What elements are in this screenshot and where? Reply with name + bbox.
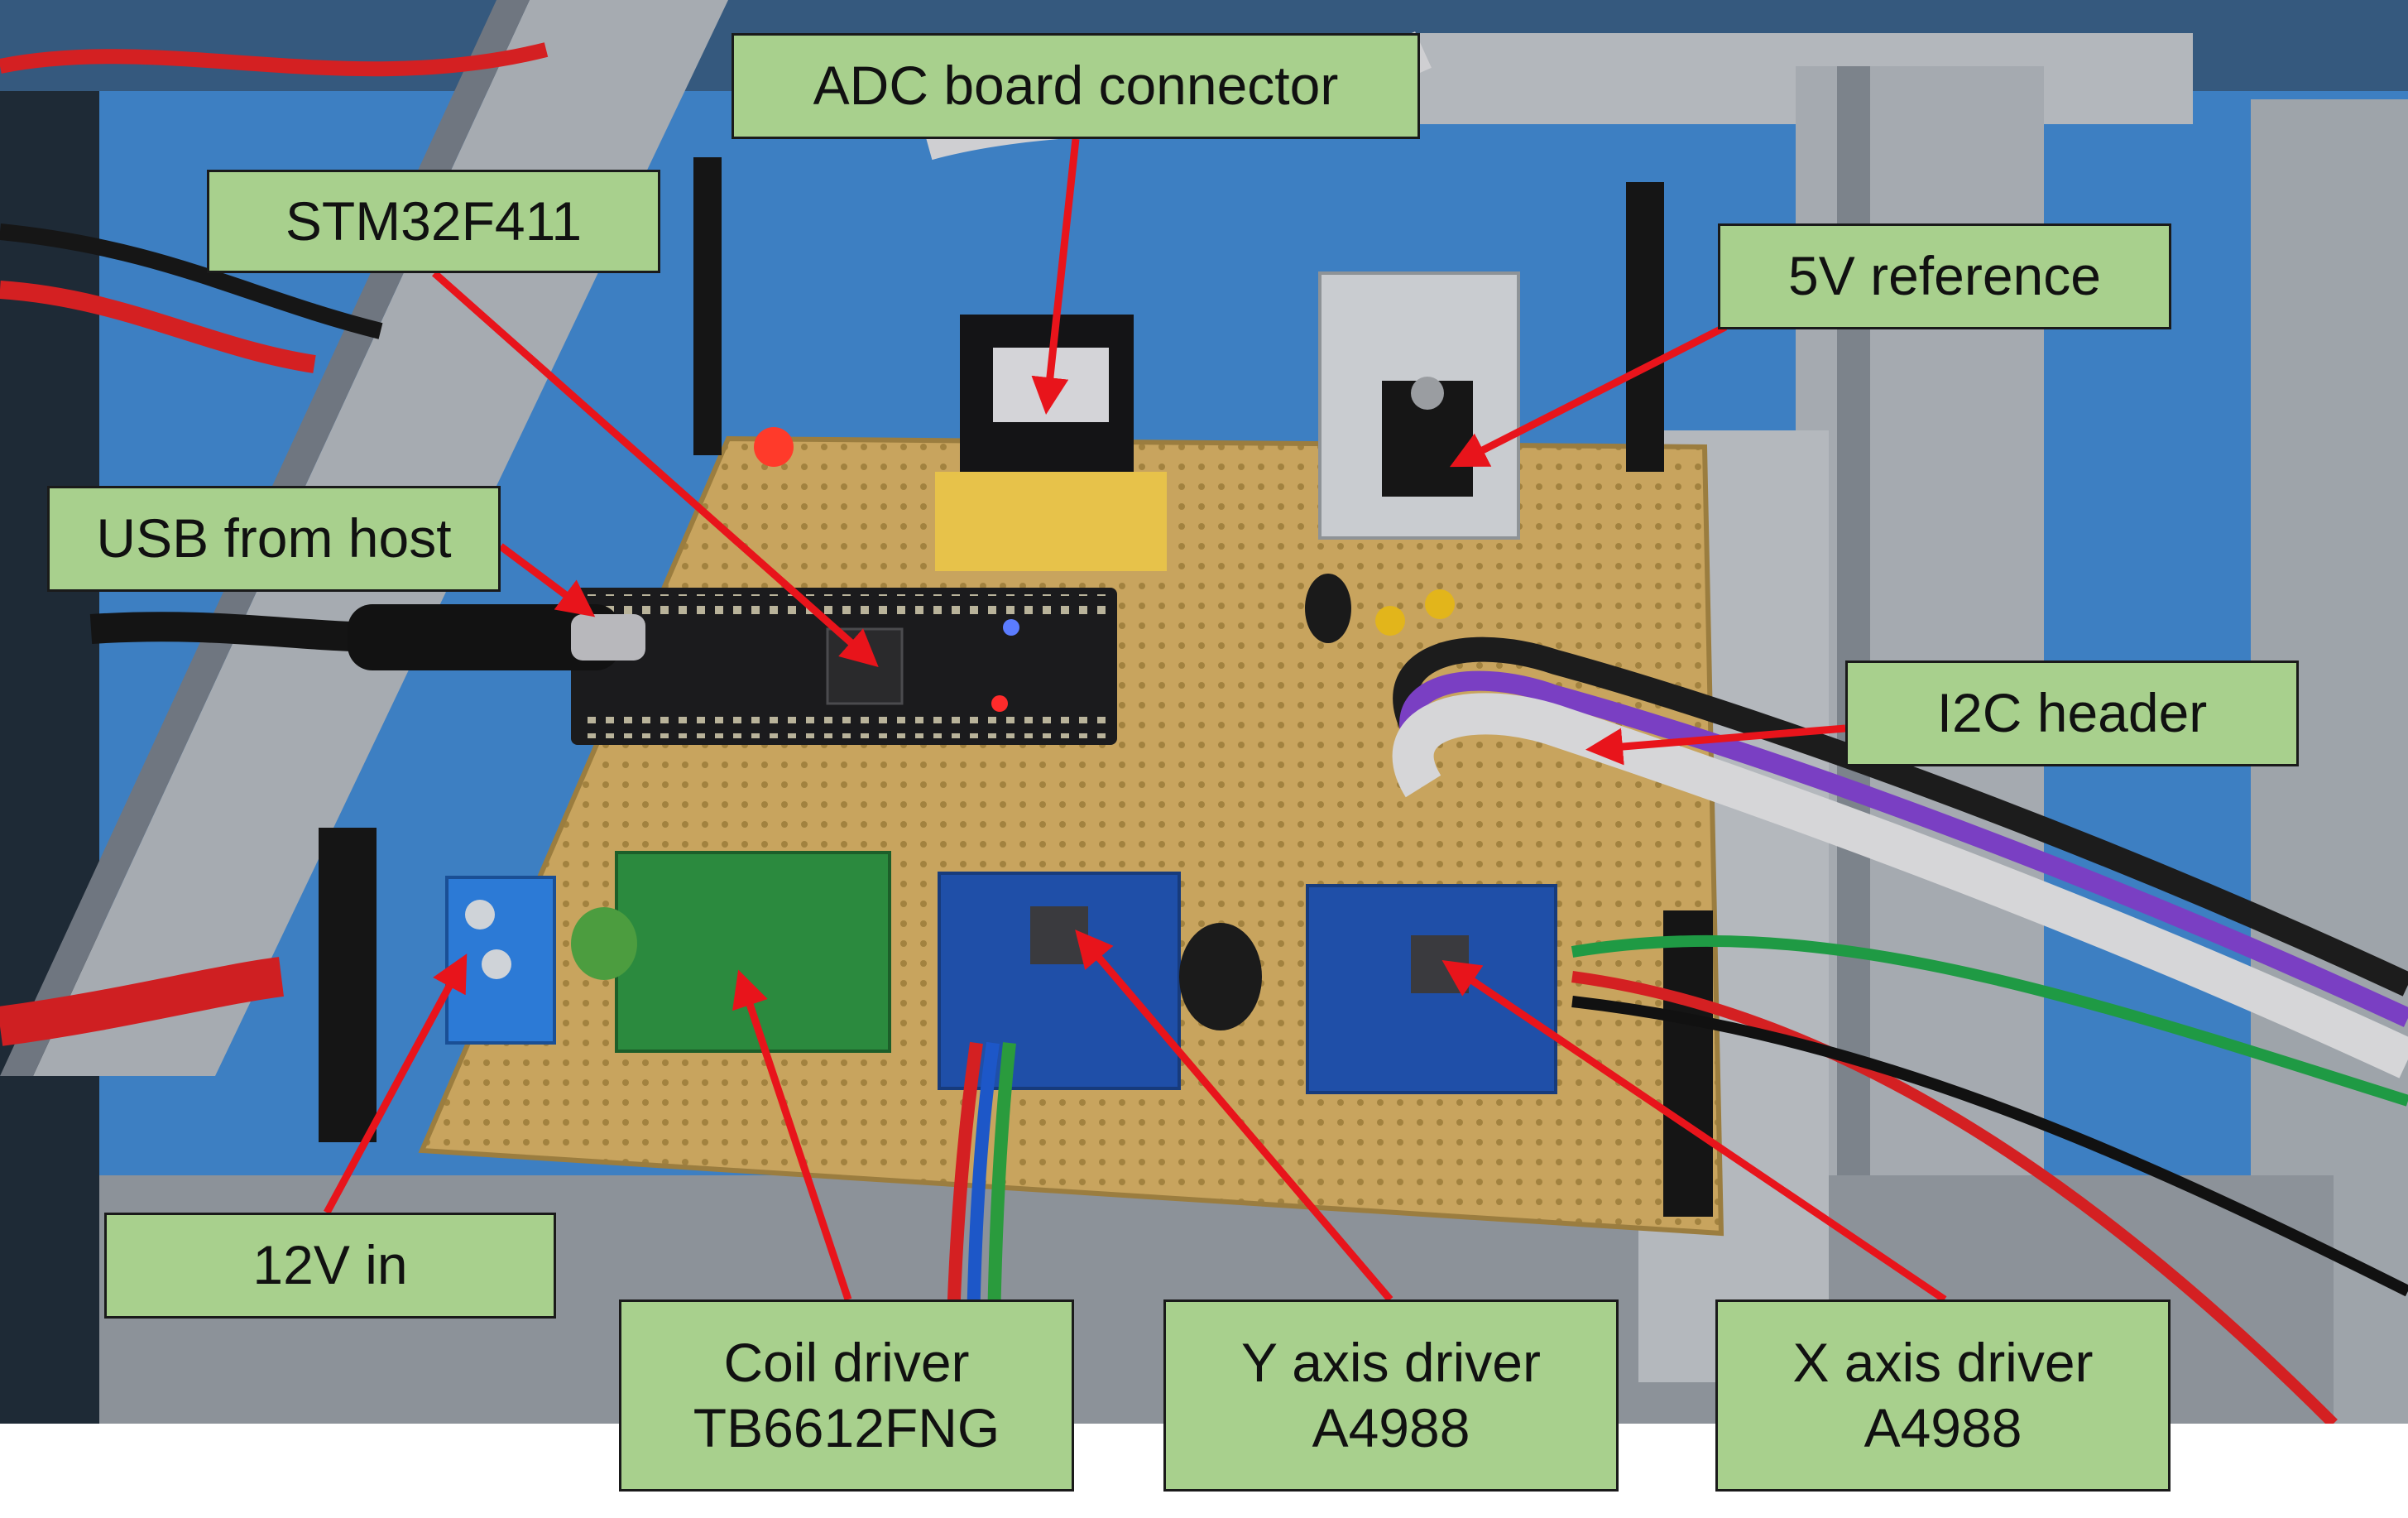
red-cable-left [0,281,316,373]
label-stm32f411: STM32F411 [207,170,660,273]
dark-shadow-left [0,0,99,1424]
standoff-top-left [693,157,722,455]
label-x-axis-driver-line2: A4988 [1864,1397,2022,1458]
red-arrow-icon [1585,724,1846,766]
label-y-axis-driver-line1: Y axis driver [1241,1331,1541,1393]
label-5v-reference-text: 5V reference [1788,245,2101,307]
label-y-axis-driver: Y axis driver A4988 [1163,1299,1619,1492]
black-cable-left [0,223,383,339]
label-usb-from-host-text: USB from host [96,507,452,569]
terminal-screw-1 [465,900,495,930]
usb-c-metal [571,614,645,661]
label-coil-driver-line2: TB6612FNG [693,1397,1000,1458]
annotation-arrows [324,138,1947,1303]
stm32-header-bottom [579,717,1109,738]
adc-breakout [935,472,1167,571]
label-i2c-header: I2C header [1845,661,2299,766]
label-coil-driver-line1: Coil driver [723,1331,970,1393]
cap-yellow-2 [1425,589,1455,619]
red-arrow-icon [1031,138,1080,415]
frame-top-bar [1365,33,2193,124]
usb-c-plug [348,604,621,670]
red-arrow-icon [1449,323,1728,468]
label-coil-driver: Coil driver TB6612FNG [619,1299,1074,1492]
label-y-axis-driver-line2: A4988 [1312,1397,1470,1458]
stm32-chip [826,627,904,705]
label-x-axis-driver-line1: X axis driver [1792,1331,2094,1393]
green-capacitor [571,907,637,980]
right-cable-red [1571,971,2338,1424]
red-led [754,427,794,467]
standoff-right [1626,182,1664,472]
red-arrow-icon [324,954,468,1215]
red-arrow-icon [432,270,879,667]
y-driver-chip [1030,906,1088,964]
standoff-left [319,828,377,1142]
red-arrow-icon [498,543,596,617]
standoff-bottom-right [1663,910,1713,1217]
electrolytic-cap-small [1305,574,1351,643]
right-cable-green [1571,934,2408,1107]
right-cable-black [1571,996,2408,1297]
label-5v-reference: 5V reference [1718,223,2171,329]
label-stm32f411-text: STM32F411 [285,190,583,252]
ribbon-cable-i2c-grey [1392,693,2408,1078]
label-i2c-header-text: I2C header [1936,682,2208,744]
regulator-screw [1411,377,1444,410]
electrolytic-cap-large [1179,923,1262,1030]
label-adc-board-connector-text: ADC board connector [813,55,1339,117]
led-blue [1003,619,1019,636]
red-arrow-icon [732,969,852,1301]
red-arrow-icon [1441,959,1947,1303]
red-alligator-cable [0,957,284,1046]
label-12v-in: 12V in [104,1213,556,1319]
ribbon-cable-i2c-black [1393,637,2408,997]
red-arrow-icon [1075,930,1393,1302]
label-12v-in-text: 12V in [252,1234,408,1296]
red-cable-top-left [0,42,549,77]
label-adc-board-connector: ADC board connector [732,33,1420,139]
stm32-header-top [579,594,1109,616]
label-usb-from-host: USB from host [47,486,501,592]
cap-yellow-1 [1375,606,1405,636]
x-driver-chip [1411,935,1469,993]
terminal-screw-2 [482,949,511,979]
label-x-axis-driver: X axis driver A4988 [1715,1299,2171,1492]
led-red-small [991,695,1008,712]
black-cable-usb [89,612,390,652]
ribbon-cable-i2c-purple [1399,670,2408,1027]
